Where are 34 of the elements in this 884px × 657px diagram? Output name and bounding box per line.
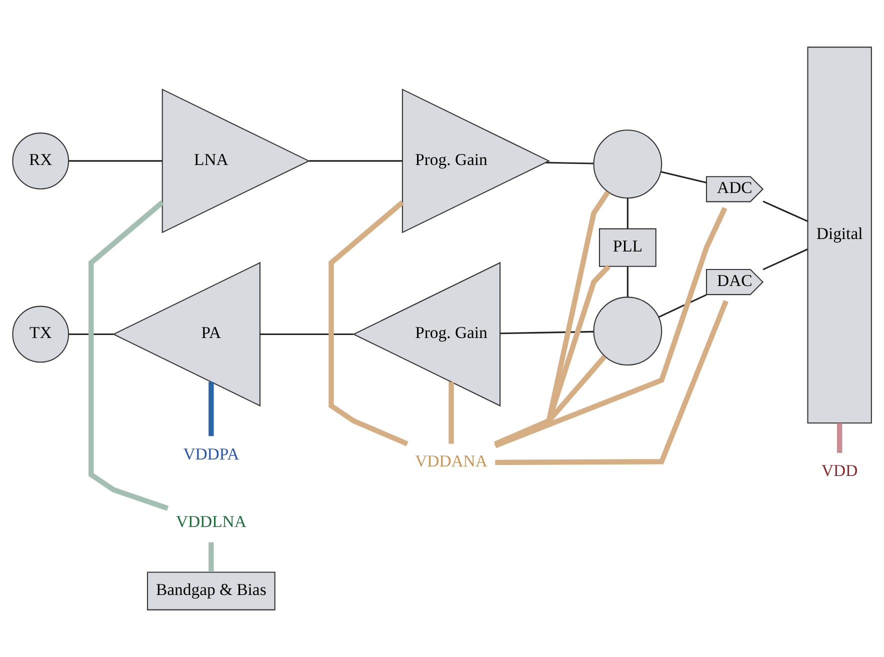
connector: [208, 382, 214, 436]
connector: [494, 190, 610, 446]
connector: [660, 170, 707, 184]
connector: [328, 200, 408, 446]
connector: [494, 206, 728, 448]
connector: [494, 264, 611, 446]
node-circle: RX: [12, 132, 70, 190]
connector: [626, 266, 628, 298]
connector: [495, 300, 728, 466]
connector: [88, 200, 169, 511]
connector: [546, 162, 594, 164]
connector: [208, 542, 214, 572]
connector: [626, 198, 628, 229]
node-text: VDDANA: [415, 452, 488, 471]
node-text: VDDLNA: [176, 512, 246, 532]
connector: [448, 382, 454, 444]
node-box: Digital: [807, 46, 872, 424]
connector: [494, 354, 607, 446]
connector: [68, 333, 114, 336]
node-box: PLL: [598, 228, 656, 267]
node-text: VDD: [822, 461, 858, 480]
connector: [762, 200, 808, 222]
node-text: VDDPA: [183, 444, 240, 464]
node-box: Bandgap & Bias: [146, 572, 276, 610]
node-circle: [593, 296, 662, 366]
node-circle: [593, 130, 662, 199]
node-circle: TX: [12, 306, 70, 363]
connector: [500, 330, 594, 334]
connector: [658, 294, 707, 318]
connector: [836, 423, 842, 453]
connector: [309, 160, 402, 162]
connector: [260, 333, 354, 336]
connector: [68, 160, 162, 162]
connector: [762, 248, 808, 270]
